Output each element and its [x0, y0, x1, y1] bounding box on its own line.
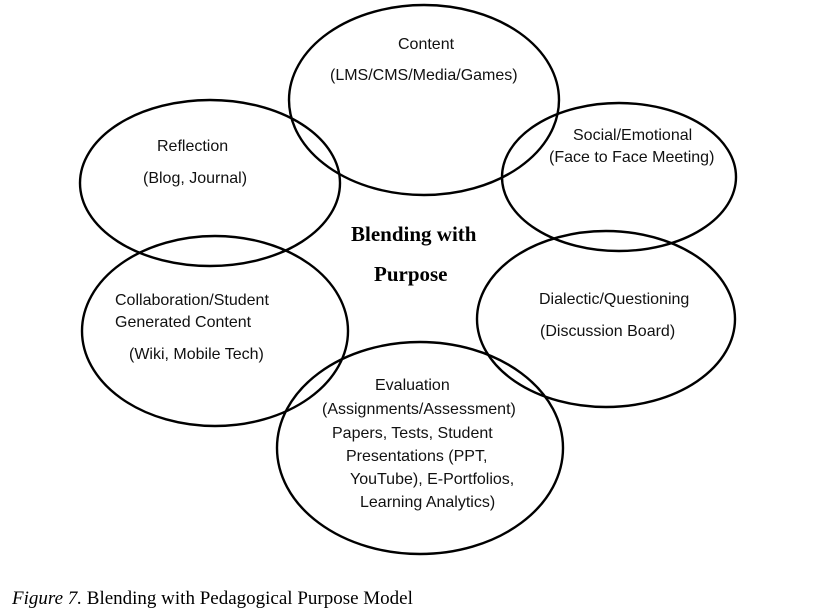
ellipse-reflection: [78, 98, 342, 268]
evaluation-line3: Papers, Tests, Student: [332, 425, 493, 442]
ellipse-collaboration: [80, 234, 350, 428]
collaboration-detail: (Wiki, Mobile Tech): [129, 346, 264, 363]
social-detail: (Face to Face Meeting): [549, 149, 715, 166]
figure-label: Figure 7.: [12, 588, 83, 609]
reflection-title: Reflection: [157, 138, 229, 155]
ellipse-content: [287, 3, 561, 197]
evaluation-line6: Learning Analytics): [360, 494, 496, 511]
ellipse-evaluation: [275, 340, 565, 556]
center-title-line2: Purpose: [374, 262, 448, 286]
figure-caption: Figure 7. Blending with Pedagogical Purp…: [12, 588, 413, 610]
evaluation-line5: YouTube), E-Portfolios,: [350, 471, 515, 488]
evaluation-line4: Presentations (PPT,: [346, 448, 488, 465]
caption-text: Blending with Pedagogical Purpose Model: [82, 588, 413, 609]
ellipse-social-emotional: [500, 101, 738, 253]
ellipse-dialectic-questioning: [475, 229, 737, 409]
dialectic-title: Dialectic/Questioning: [539, 291, 690, 308]
blending-diagram: [78, 3, 738, 556]
content-title: Content: [398, 36, 455, 53]
center-title-line1: Blending with: [351, 222, 477, 246]
social-title: Social/Emotional: [573, 127, 693, 144]
evaluation-title: Evaluation: [375, 377, 450, 394]
dialectic-detail: (Discussion Board): [540, 323, 676, 340]
collaboration-title-line1: Collaboration/Student: [115, 292, 269, 309]
evaluation-line2: (Assignments/Assessment): [322, 401, 516, 418]
collaboration-title-line2: Generated Content: [115, 314, 252, 331]
content-detail: (LMS/CMS/Media/Games): [330, 67, 518, 84]
reflection-detail: (Blog, Journal): [143, 170, 248, 187]
